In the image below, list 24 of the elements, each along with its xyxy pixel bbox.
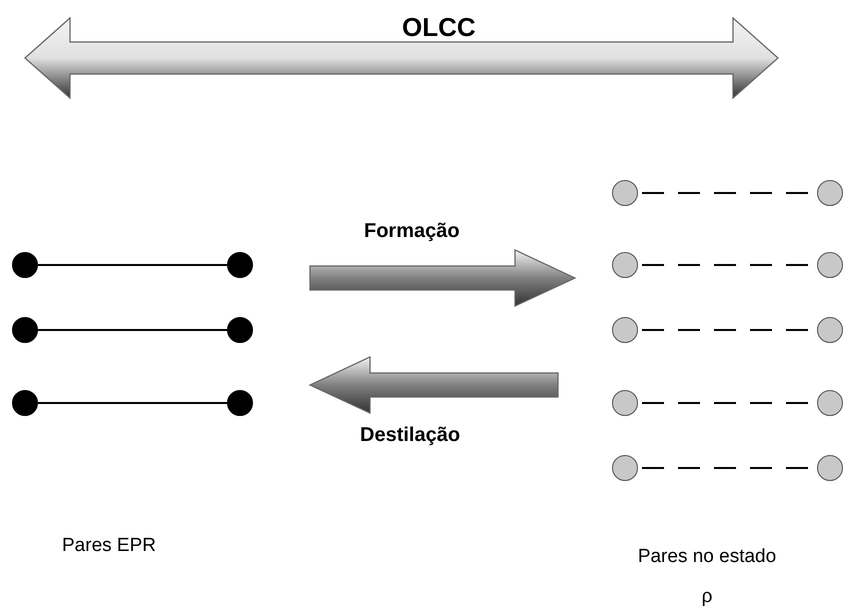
endpoint-dot: [817, 455, 843, 481]
endpoint-dot: [612, 252, 638, 278]
connecting-line: [38, 329, 227, 331]
endpoint-dot: [612, 180, 638, 206]
arrow-label: Destilação: [358, 424, 462, 447]
caption-text: Pares EPR: [62, 535, 156, 557]
endpoint-dot: [12, 252, 38, 278]
connecting-line: [38, 264, 227, 266]
endpoint-dot: [227, 390, 253, 416]
endpoint-dot: [227, 252, 253, 278]
arrow-label: Formação: [362, 220, 462, 243]
caption-text: Pares no estado ρ: [636, 545, 778, 609]
endpoint-dot: [612, 455, 638, 481]
endpoint-dot: [817, 252, 843, 278]
endpoint-dot: [817, 317, 843, 343]
endpoint-dot: [817, 180, 843, 206]
arrow-label: OLCC: [401, 12, 477, 43]
endpoint-dot: [612, 317, 638, 343]
connecting-line: [38, 402, 227, 404]
endpoint-dot: [817, 390, 843, 416]
endpoint-dot: [612, 390, 638, 416]
endpoint-dot: [227, 317, 253, 343]
endpoint-dot: [12, 390, 38, 416]
endpoint-dot: [12, 317, 38, 343]
